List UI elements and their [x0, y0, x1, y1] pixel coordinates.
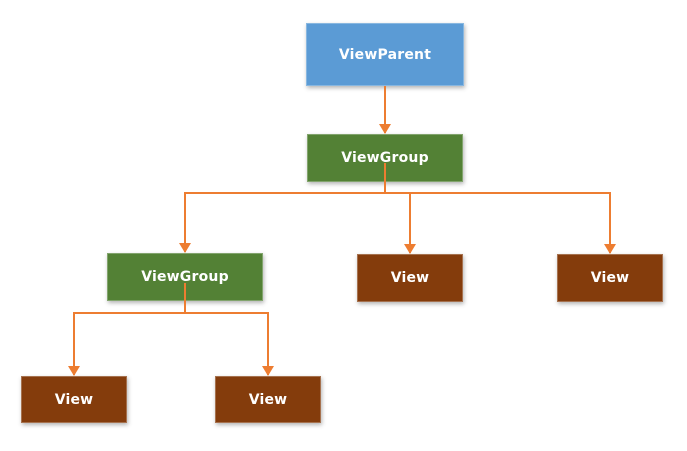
node-label: View — [248, 391, 288, 408]
node-view-middle: View — [357, 254, 463, 302]
node-label: View — [390, 270, 430, 286]
node-view-right: View — [557, 254, 663, 302]
node-label: ViewGroup — [141, 269, 229, 285]
node-viewgroup-top: ViewGroup — [307, 134, 463, 182]
node-label: View — [54, 391, 94, 408]
node-view-bottom-right: View — [215, 376, 321, 423]
edge-viewgroup2-to-view-bottom-right — [185, 312, 274, 376]
edge-viewgroup1-to-view-right — [385, 192, 616, 254]
node-viewparent: ViewParent — [306, 23, 464, 86]
node-label: ViewParent — [338, 46, 432, 63]
node-viewgroup-nested: ViewGroup — [107, 253, 263, 301]
node-label: View — [590, 270, 630, 286]
node-label: ViewGroup — [341, 150, 429, 166]
node-view-bottom-left: View — [21, 376, 127, 423]
